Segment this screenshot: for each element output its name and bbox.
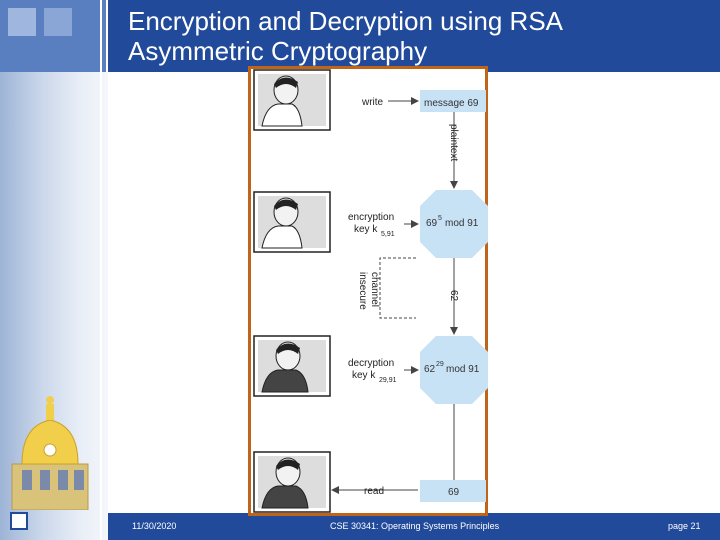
person-icon xyxy=(253,451,331,513)
footer-band xyxy=(108,513,720,540)
encrypt-op-exp: 5 xyxy=(438,215,442,222)
insecure-channel-bracket xyxy=(379,257,416,319)
header-band xyxy=(0,0,720,72)
message-label: message 69 xyxy=(424,98,479,109)
header-logo-area xyxy=(0,0,108,72)
encryption-octagon xyxy=(420,190,488,258)
slide-title: Encryption and Decryption using RSA Asym… xyxy=(128,6,688,66)
encryption-key-label: key k xyxy=(354,224,378,235)
ciphertext-value: 62 xyxy=(448,290,459,302)
header-square xyxy=(8,8,36,36)
encryption-key-sub: 5,91 xyxy=(381,231,395,238)
decrypt-op-exp: 29 xyxy=(436,361,444,368)
result-value: 69 xyxy=(448,487,460,498)
person-icon xyxy=(253,69,331,131)
decryption-label: decryption xyxy=(348,358,394,369)
decryption-octagon xyxy=(420,336,488,404)
footer-date: 11/30/2020 xyxy=(132,521,177,531)
result-box xyxy=(420,480,486,502)
message-box xyxy=(420,90,486,112)
encrypt-op-base: 69 xyxy=(426,218,438,229)
decryption-key-sub: 29,91 xyxy=(379,377,397,384)
slide-title-line-1: Encryption and Decryption using RSA xyxy=(128,6,564,36)
rsa-diagram: message 69 write plaintext 69 5 mod 91 e… xyxy=(253,69,488,513)
decryption-key-label: key k xyxy=(352,370,376,381)
insecure-channel-label-2: channel xyxy=(369,272,380,307)
write-label: write xyxy=(361,97,384,108)
person-icon xyxy=(253,335,331,397)
insecure-channel-label-1: insecure xyxy=(357,272,368,310)
footer-page: page 21 xyxy=(668,521,701,531)
corner-square xyxy=(10,512,28,530)
decrypt-op-base: 62 xyxy=(424,364,436,375)
plaintext-label: plaintext xyxy=(448,124,459,161)
decrypt-op-mod: mod 91 xyxy=(446,364,480,375)
vertical-rule xyxy=(100,0,102,540)
header-square xyxy=(44,8,72,36)
vertical-rule xyxy=(106,0,108,72)
person-icon xyxy=(253,191,331,253)
footer-course: CSE 30341: Operating Systems Principles xyxy=(330,521,500,531)
encryption-label: encryption xyxy=(348,212,394,223)
slide-title-line-2: Asymmetric Cryptography xyxy=(128,36,428,66)
golden-dome-icon xyxy=(11,396,89,510)
read-label: read xyxy=(364,486,384,497)
diagram-frame xyxy=(248,66,488,516)
encrypt-op-mod: mod 91 xyxy=(445,218,479,229)
